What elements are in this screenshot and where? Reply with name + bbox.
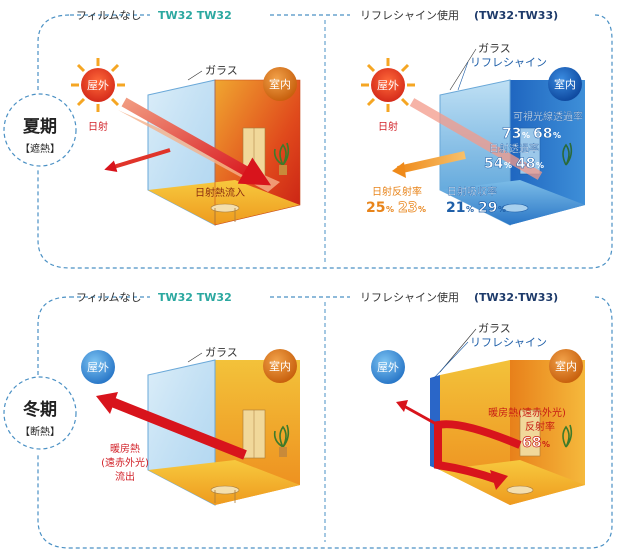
winter-left-heat-2: (遠赤外光) (101, 456, 149, 469)
winter-right-header: リフレシャイン使用 (360, 291, 459, 304)
reflect-label: 日射反射率 (372, 185, 422, 198)
absorb-v1: 21 (446, 200, 465, 216)
outdoor-ball-winter-left: 屋外 (81, 350, 115, 384)
winter-right-tw: (TW32·TW33) (474, 291, 558, 304)
summer-right-tw: (TW32·TW33) (474, 9, 558, 22)
svg-text:%: % (418, 205, 426, 214)
summer-season-label: 夏期 (23, 117, 57, 137)
summer-panel: 夏期 【遮熱】 フィルムなし TW32 TW32 (3, 9, 613, 269)
indoor-ball-summer-right: 室内 (548, 67, 582, 101)
winter-left-glass: ガラス (205, 346, 238, 359)
solar-trans-v2: 48 (516, 156, 535, 172)
svg-text:屋外: 屋外 (377, 79, 399, 92)
summer-right-sun-label: 日射 (378, 121, 398, 133)
summer-left-sun-label: 日射 (88, 121, 108, 133)
svg-text:%: % (498, 205, 506, 214)
sun-icon: 屋外 (71, 58, 125, 112)
heat-reflect-arrow (434, 420, 522, 484)
winter-right-heat-2: 反射率 (525, 420, 555, 433)
summer-left-glass: ガラス (205, 64, 238, 77)
indoor-ball-summer-left: 室内 (263, 67, 297, 101)
svg-text:室内: 室内 (554, 77, 576, 91)
summer-left-header: フィルムなし (76, 9, 142, 22)
svg-text:屋外: 屋外 (377, 361, 399, 374)
outdoor-ball-winter-right: 屋外 (371, 350, 405, 384)
summer-right-room (439, 79, 585, 226)
visible-v1: 73 (502, 126, 521, 142)
reflect-arrow-right (397, 151, 466, 174)
solar-inflow-arrow (121, 97, 272, 186)
visible-v2: 68 (533, 126, 552, 142)
winter-right-glass: ガラス (478, 322, 511, 335)
indoor-ball-winter-right: 室内 (549, 349, 583, 383)
summer-left-tw: TW32 TW32 (158, 9, 232, 22)
winter-season-label: 冬期 (23, 399, 57, 420)
svg-text:屋外: 屋外 (87, 361, 109, 374)
svg-text:%: % (522, 131, 530, 140)
winter-left-heat-1: 暖房熱 (110, 442, 140, 455)
plant-icon (273, 142, 290, 166)
heat-outflow-arrow (110, 397, 247, 460)
svg-text:室内: 室内 (269, 77, 291, 91)
summer-left-outdoor: 屋外 (87, 79, 109, 92)
sun-icon-right: 屋外 (361, 58, 415, 112)
reflect-v2: 23 (398, 200, 417, 216)
winter-right-film: リフレシャイン (470, 336, 547, 349)
winter-right-heat-value: 68 (522, 435, 541, 451)
winter-left-room (147, 359, 300, 506)
svg-text:室内: 室内 (555, 359, 577, 373)
svg-text:%: % (536, 161, 544, 170)
indoor-ball-winter-left: 室内 (263, 349, 297, 383)
svg-text:%: % (504, 161, 512, 170)
reflect-arrow-left (104, 148, 171, 173)
winter-left-heat-3: 流出 (115, 470, 135, 483)
table-icon (210, 203, 240, 213)
summer-right-glass: ガラス (478, 42, 511, 55)
visible-trans-label: 可視光線透過率 (513, 110, 583, 123)
svg-text:%: % (553, 131, 561, 140)
winter-season-badge: 冬期 【断熱】 (3, 376, 77, 450)
svg-text:室内: 室内 (269, 359, 291, 373)
winter-left-tw: TW32 TW32 (158, 291, 232, 304)
winter-panel: 冬期 【断熱】 フィルムなし TW32 TW32 屋外 室内 ガラ (3, 291, 613, 549)
summer-season-badge: 夏期 【遮熱】 (3, 93, 77, 167)
winter-left-header: フィルムなし (76, 291, 142, 304)
svg-text:%: % (466, 205, 474, 214)
absorb-v2: 29 (478, 200, 497, 216)
winter-season-sub: 【断熱】 (20, 425, 60, 438)
absorb-label: 日射吸収率 (447, 185, 497, 198)
solar-trans-label: 日射透過率 (489, 142, 539, 155)
solar-trans-v1: 54 (484, 156, 504, 172)
summer-season-sub: 【遮熱】 (20, 142, 60, 155)
reflect-v1: 25 (366, 200, 385, 216)
summer-right-header: リフレシャイン使用 (360, 9, 459, 22)
svg-text:%: % (542, 440, 550, 449)
svg-text:%: % (386, 205, 394, 214)
summer-left-inflow-label: 日射熱流入 (195, 186, 245, 199)
summer-left-room (147, 79, 301, 226)
summer-right-film: リフレシャイン (470, 56, 547, 69)
winter-right-heat-1: 暖房熱(遠赤外光) (488, 406, 566, 419)
